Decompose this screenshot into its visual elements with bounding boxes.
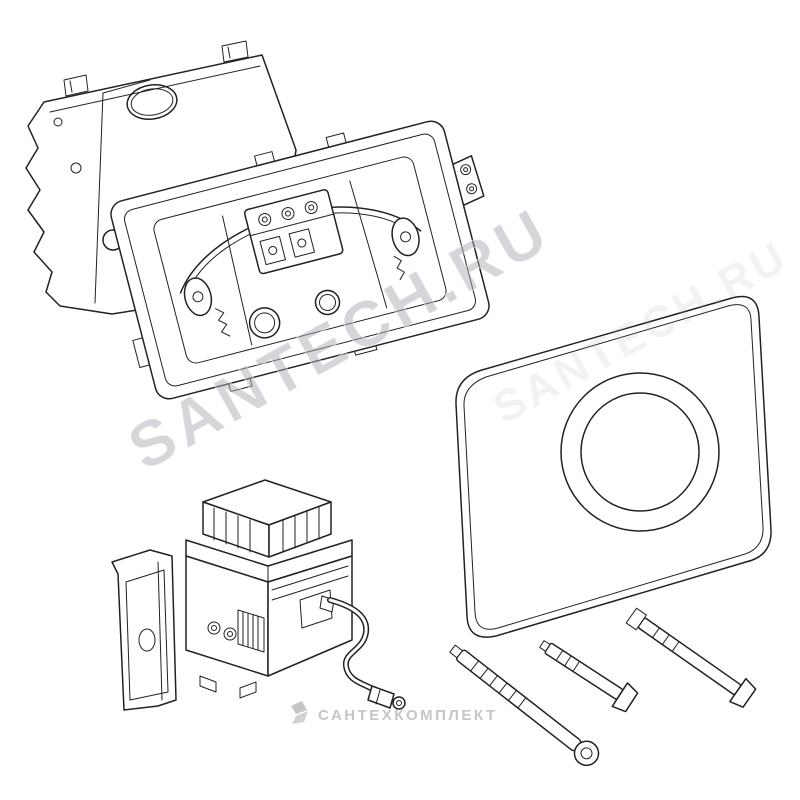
actuator-rod-short-part — [539, 640, 639, 713]
footer-watermark-text: САНТЕХКОМПЛЕКТ — [318, 707, 498, 724]
frame-latch-right — [391, 217, 420, 257]
servo-cable — [319, 595, 406, 710]
footer-logo-icon — [291, 701, 308, 724]
actuator-rod-long-part — [449, 644, 600, 767]
rod-head — [625, 607, 647, 631]
flush-plate-part — [455, 295, 772, 638]
cover-tab — [63, 74, 89, 97]
frame-rod-port — [248, 307, 281, 339]
rod-knob — [573, 740, 600, 767]
rod-flange — [729, 677, 757, 708]
mounting-frame-part — [110, 120, 490, 400]
servo-unit-part — [111, 479, 406, 711]
flush-button — [580, 392, 700, 512]
servo-body — [185, 555, 353, 699]
cover-tab — [221, 40, 249, 63]
frame-latch-left — [183, 277, 213, 317]
cable-plug — [367, 685, 395, 709]
flush-button-ring — [560, 372, 720, 532]
actuator-rod-medium-part — [625, 607, 757, 708]
cable-plug-tip — [392, 696, 406, 710]
flush-plate-face — [455, 295, 772, 638]
cover-oval-hole — [126, 84, 178, 120]
footer-watermark: САНТЕХКОМПЛЕКТ — [291, 701, 498, 724]
servo-lid — [202, 479, 332, 558]
servo-bracket — [111, 549, 177, 711]
rod-flange — [611, 682, 639, 713]
